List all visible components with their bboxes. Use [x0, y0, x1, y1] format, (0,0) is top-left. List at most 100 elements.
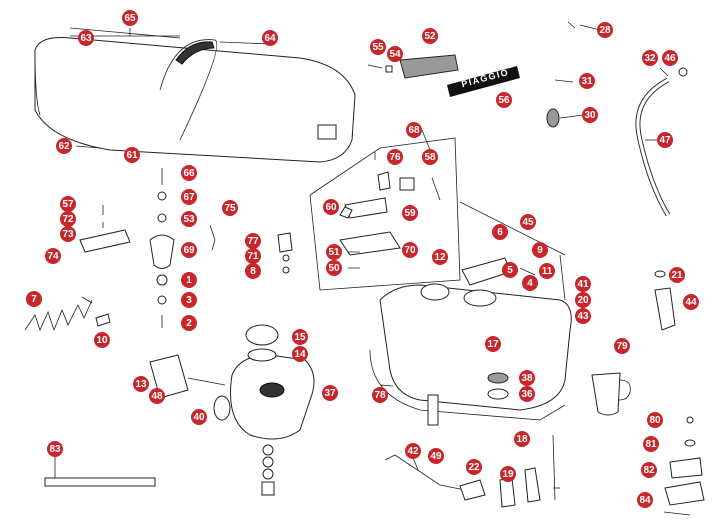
callout-77: 77 [245, 233, 261, 249]
callout-label: 13 [135, 379, 147, 390]
callout-10: 10 [94, 332, 110, 348]
callout-49: 49 [428, 448, 444, 464]
linkage-assembly [384, 434, 556, 508]
callout-label: 54 [389, 49, 401, 60]
callout-label: 62 [58, 141, 70, 152]
clip-71 [95, 313, 111, 327]
callout-label: 66 [183, 168, 195, 179]
callout-label: 46 [664, 53, 676, 64]
callout-5: 5 [502, 262, 518, 278]
callout-50: 50 [326, 260, 342, 276]
callout-label: 38 [521, 373, 533, 384]
callout-label: 32 [644, 53, 656, 64]
callout-label: 71 [247, 251, 259, 262]
callout-label: 28 [599, 25, 611, 36]
measuring-cup-48 [591, 372, 631, 416]
callout-label: 65 [124, 13, 136, 24]
callout-label: 21 [671, 270, 683, 281]
piaggio-badge: PIAGGIO [447, 66, 520, 97]
callout-label: 9 [537, 245, 543, 256]
inset-frame [309, 137, 461, 291]
fuel-tank [369, 201, 572, 426]
callout-36: 36 [519, 386, 535, 402]
callout-14: 14 [292, 346, 308, 362]
callout-label: 73 [62, 229, 74, 240]
callout-label: 2 [186, 318, 192, 329]
callout-label: 40 [193, 412, 205, 423]
callout-4: 4 [522, 275, 538, 291]
callout-label: 19 [502, 469, 514, 480]
callout-80: 80 [647, 412, 663, 428]
callout-48: 48 [149, 388, 165, 404]
callout-72: 72 [60, 211, 76, 227]
callout-label: 15 [294, 332, 306, 343]
callout-label: 18 [516, 434, 528, 445]
filter-assembly [149, 324, 315, 496]
callout-56: 56 [496, 92, 512, 108]
fuel-hose-47 [635, 67, 688, 217]
callout-68: 68 [406, 122, 422, 138]
bolt-stack-left [149, 168, 175, 328]
callout-67: 67 [181, 189, 197, 205]
callout-32: 32 [642, 50, 658, 66]
callout-58: 58 [422, 149, 438, 165]
callout-71: 71 [245, 248, 261, 264]
callout-label: 1 [186, 275, 192, 286]
callout-label: 81 [645, 439, 657, 450]
callout-label: 49 [430, 451, 442, 462]
callout-59: 59 [402, 205, 418, 221]
callout-64: 64 [262, 30, 278, 46]
callout-31: 31 [579, 73, 595, 89]
callout-79: 79 [614, 338, 630, 354]
callout-label: 79 [616, 341, 628, 352]
callout-17: 17 [485, 336, 501, 352]
callout-2: 2 [181, 315, 197, 331]
callout-70: 70 [402, 242, 418, 258]
callout-84: 84 [637, 492, 653, 508]
callout-label: 59 [404, 208, 416, 219]
callout-label: 41 [577, 279, 589, 290]
callout-82: 82 [641, 462, 657, 478]
callout-label: 14 [294, 349, 306, 360]
callout-28: 28 [597, 22, 613, 38]
callout-43: 43 [575, 308, 591, 324]
callout-57: 57 [60, 196, 76, 212]
callout-label: 12 [434, 252, 446, 263]
callout-20: 20 [575, 292, 591, 308]
callout-53: 53 [181, 211, 197, 227]
callout-label: 11 [542, 266, 553, 277]
callout-15: 15 [292, 329, 308, 345]
callout-40: 40 [191, 409, 207, 425]
callout-label: 64 [264, 33, 276, 44]
callout-label: 58 [424, 152, 436, 163]
callout-55: 55 [370, 39, 386, 55]
callout-label: 74 [47, 251, 59, 262]
callout-label: 67 [183, 192, 195, 203]
callout-label: 69 [183, 245, 195, 256]
callout-54: 54 [387, 46, 403, 62]
callout-51: 51 [326, 244, 342, 260]
callout-8: 8 [245, 263, 261, 279]
tool-78 [44, 455, 156, 487]
callout-label: 60 [325, 202, 337, 213]
callout-12: 12 [432, 249, 448, 265]
callout-label: 7 [31, 294, 37, 305]
callout-label: 75 [224, 203, 236, 214]
callout-label: 37 [324, 388, 336, 399]
callout-label: 51 [328, 247, 340, 258]
callout-18: 18 [514, 431, 530, 447]
callout-label: 8 [250, 266, 256, 277]
bolt-55 [367, 64, 393, 73]
callout-45: 45 [520, 214, 536, 230]
callout-label: 82 [643, 465, 655, 476]
callout-label: 50 [328, 263, 340, 274]
callout-61: 61 [124, 147, 140, 163]
callout-label: 48 [151, 391, 163, 402]
callout-label: 55 [372, 42, 384, 53]
callout-label: 44 [685, 297, 697, 308]
leader-lines [70, 24, 659, 489]
callout-label: 83 [49, 444, 61, 455]
callout-30: 30 [582, 107, 598, 123]
callout-label: 77 [247, 236, 259, 247]
